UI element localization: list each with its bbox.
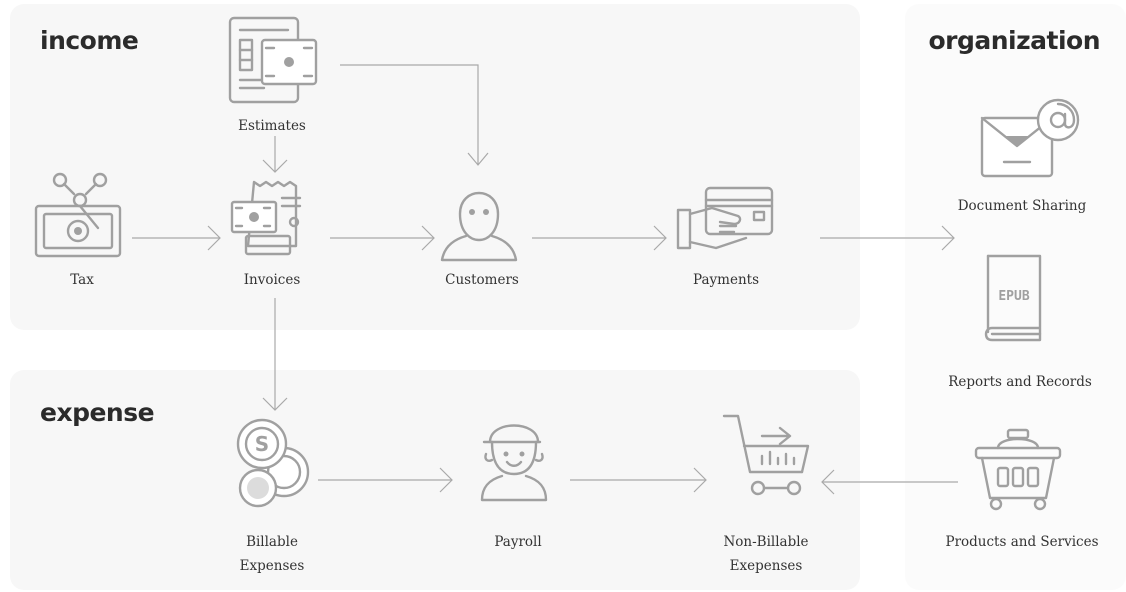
organization-panel <box>905 4 1126 590</box>
document-sharing-icon <box>980 96 1084 182</box>
products-and-services-label: Products and Services <box>945 534 1099 550</box>
customers-label: Customers <box>445 272 519 288</box>
estimates-label: Estimates <box>238 118 306 134</box>
payments-icon <box>676 186 776 256</box>
expense-heading: expense <box>40 398 155 427</box>
invoices-icon <box>228 178 312 260</box>
non-billable-expenses-label: Non-Billable Exepenses <box>723 534 809 574</box>
reports-and-records-icon: EPUB <box>982 254 1046 344</box>
non-billable-expenses-icon <box>722 412 814 504</box>
tax-icon <box>34 170 128 262</box>
reports-and-records-label: Reports and Records <box>948 374 1092 390</box>
invoices-label: Invoices <box>243 272 301 288</box>
customers-icon <box>438 174 522 264</box>
document-sharing-label: Document Sharing <box>957 198 1087 214</box>
income-heading: income <box>40 26 139 55</box>
billable-expenses-icon: S <box>232 416 314 508</box>
organization-heading: organization <box>928 26 1100 55</box>
income-panel <box>10 4 860 330</box>
estimates-icon <box>228 16 320 106</box>
payments-label: Payments <box>693 272 759 288</box>
payroll-label: Payroll <box>494 534 542 550</box>
epub-text: EPUB <box>998 289 1029 304</box>
tax-label: Tax <box>70 272 94 288</box>
products-and-services-icon <box>970 428 1066 512</box>
coin-symbol: S <box>255 432 269 456</box>
billable-expenses-label: Billable Expenses <box>239 534 305 574</box>
payroll-icon <box>478 416 550 502</box>
